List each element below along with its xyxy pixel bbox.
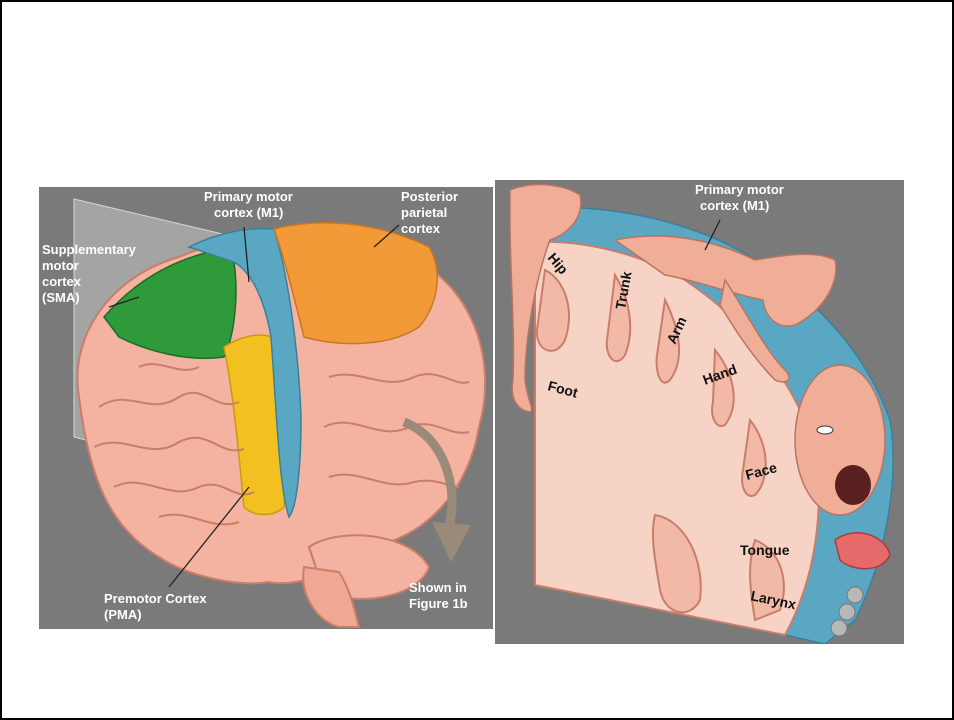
homunculus-mouth [835,465,871,505]
motor-homunculus-figure: Primary motor cortex (M1) Hip Trunk Arm … [495,180,904,644]
homunculus-eye [817,426,833,434]
label-tongue: Tongue [740,542,790,558]
label-primary-motor-left: Primary motor cortex (M1) [204,189,297,220]
label-shown-in: Shown in Figure 1b [409,580,470,611]
brain-lateral-figure: Primary motor cortex (M1) Posterior pari… [39,187,493,629]
